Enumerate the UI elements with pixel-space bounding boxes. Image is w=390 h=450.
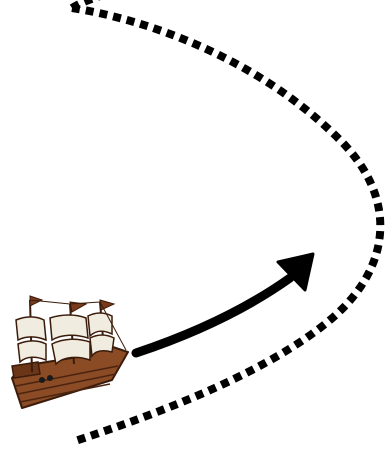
dotted-curved-path bbox=[72, 8, 380, 442]
arrow-shaft bbox=[136, 278, 290, 353]
dotted-path-top-hook bbox=[72, 0, 100, 8]
ship-icon bbox=[12, 296, 128, 408]
ship-sail bbox=[50, 315, 88, 340]
cannon-port bbox=[47, 375, 53, 381]
ship-sail bbox=[16, 317, 46, 340]
cannon-port bbox=[39, 377, 45, 383]
ship-sail bbox=[88, 313, 112, 336]
direction-arrow bbox=[136, 254, 313, 353]
